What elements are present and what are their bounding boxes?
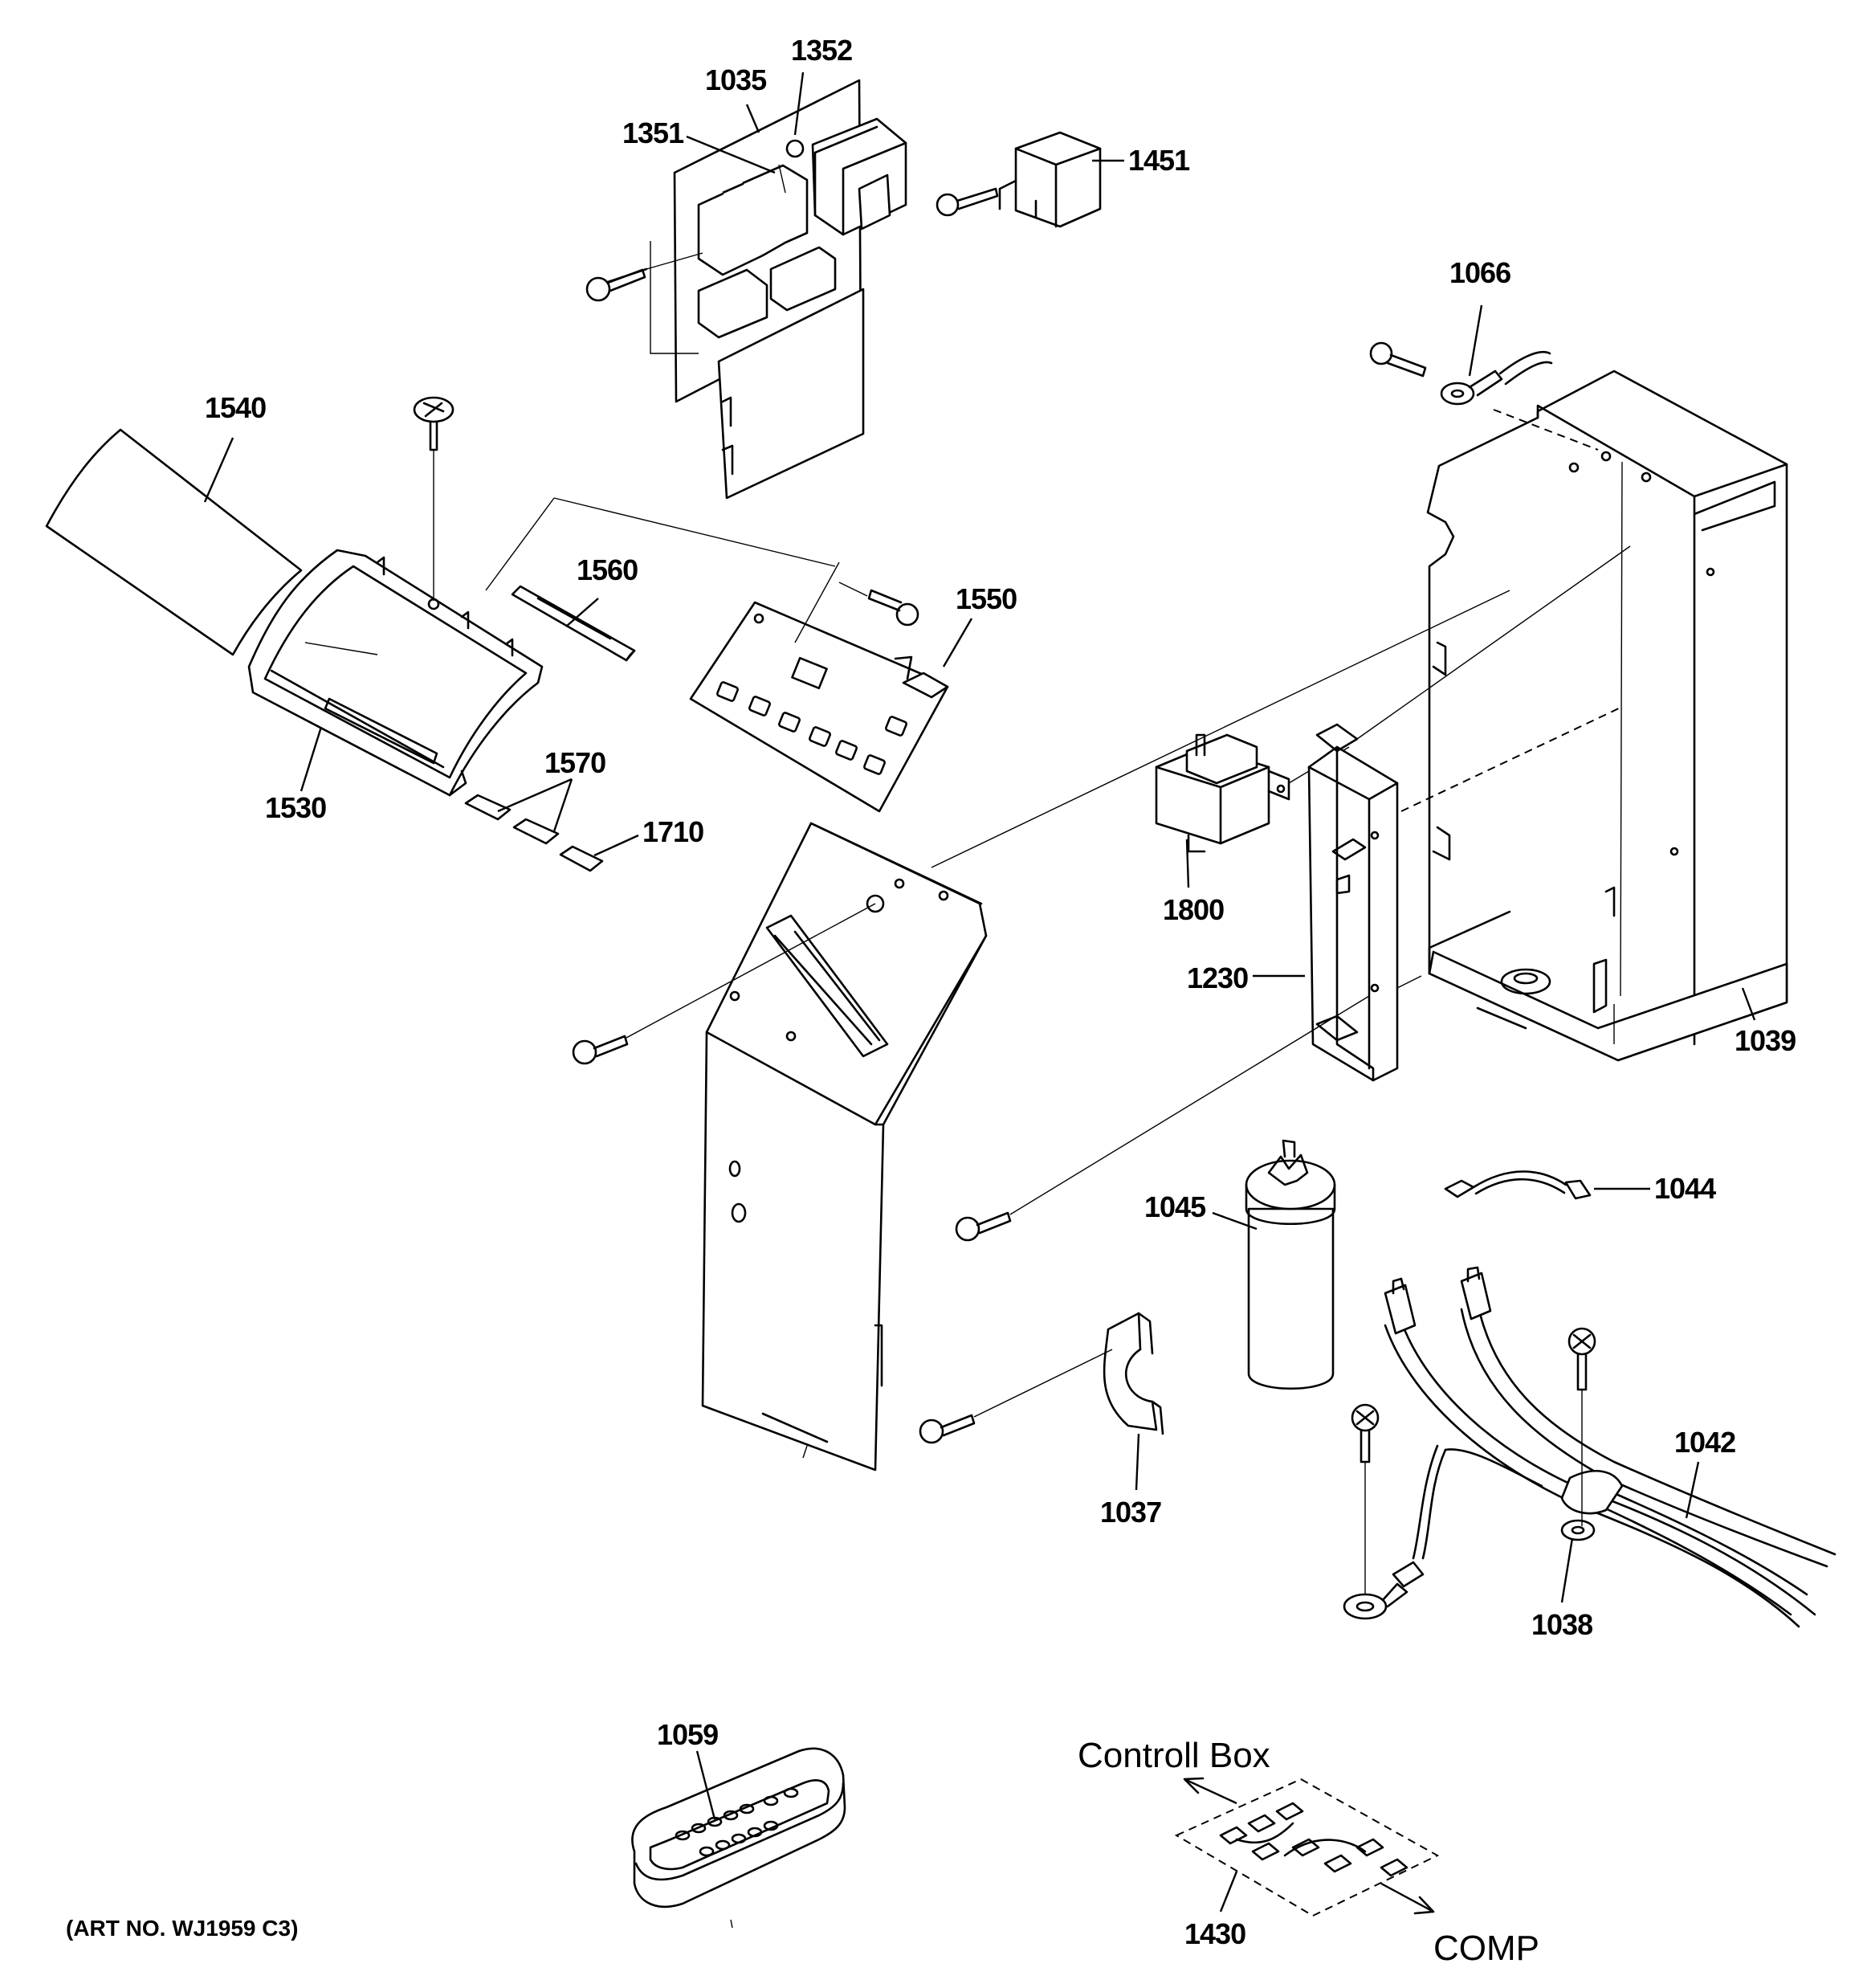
label-1800: 1800 bbox=[1163, 893, 1224, 926]
label-1451: 1451 bbox=[1128, 144, 1190, 177]
label-1570: 1570 bbox=[544, 746, 605, 779]
label-1710: 1710 bbox=[642, 815, 703, 848]
label-leaders bbox=[203, 71, 1756, 1912]
label-1550: 1550 bbox=[956, 582, 1017, 615]
art-number: (ART NO. WJ1959 C3) bbox=[66, 1916, 298, 1941]
panel-1530 bbox=[247, 549, 544, 797]
label-1230: 1230 bbox=[1187, 961, 1248, 994]
strip-1560 bbox=[511, 585, 636, 662]
transformer-1800 bbox=[1155, 733, 1350, 853]
label-1430: 1430 bbox=[1184, 1917, 1245, 1950]
relay-1451 bbox=[936, 131, 1102, 228]
screw-top bbox=[413, 396, 455, 601]
label-1430 bbox=[1174, 1777, 1440, 1917]
control-board-1035 bbox=[585, 79, 907, 500]
label-1042: 1042 bbox=[1674, 1426, 1735, 1459]
label-1037: 1037 bbox=[1100, 1496, 1161, 1529]
cabinet-1039 bbox=[1426, 369, 1788, 1062]
label-1540: 1540 bbox=[205, 391, 266, 424]
label-1039: 1039 bbox=[1735, 1024, 1796, 1057]
label-1560: 1560 bbox=[577, 553, 638, 586]
leader-lines bbox=[931, 545, 1631, 868]
screw-mid bbox=[955, 995, 1370, 1242]
cover-1540 bbox=[45, 428, 303, 656]
screw-left bbox=[572, 903, 876, 1065]
label-1045: 1045 bbox=[1144, 1190, 1206, 1223]
control-box-callout: Controll Box bbox=[1078, 1736, 1270, 1775]
label-1352: 1352 bbox=[791, 34, 852, 67]
clamp-1037 bbox=[919, 1312, 1164, 1444]
comp-callout: COMP bbox=[1433, 1929, 1539, 1968]
front-bracket bbox=[701, 822, 988, 1472]
capacitor-1045 bbox=[1245, 1139, 1336, 1390]
part-labels: 1035 1352 1351 1451 1066 1540 1560 1550 … bbox=[66, 34, 1796, 1968]
jumper-1044 bbox=[1444, 1170, 1592, 1200]
label-1530: 1530 bbox=[265, 791, 326, 824]
pads-1570-1710 bbox=[464, 794, 604, 872]
bracket-1230 bbox=[1307, 706, 1623, 1082]
label-1035: 1035 bbox=[705, 63, 767, 96]
harness-1042 bbox=[1343, 1266, 1837, 1628]
remote-1059 bbox=[631, 1747, 846, 1929]
label-1059: 1059 bbox=[657, 1718, 718, 1751]
label-1038: 1038 bbox=[1531, 1608, 1592, 1641]
label-1044: 1044 bbox=[1654, 1172, 1716, 1205]
ground-wire-1066 bbox=[1369, 341, 1599, 451]
label-1351: 1351 bbox=[622, 116, 684, 149]
label-1066: 1066 bbox=[1449, 256, 1510, 289]
display-board-1550 bbox=[485, 497, 949, 813]
